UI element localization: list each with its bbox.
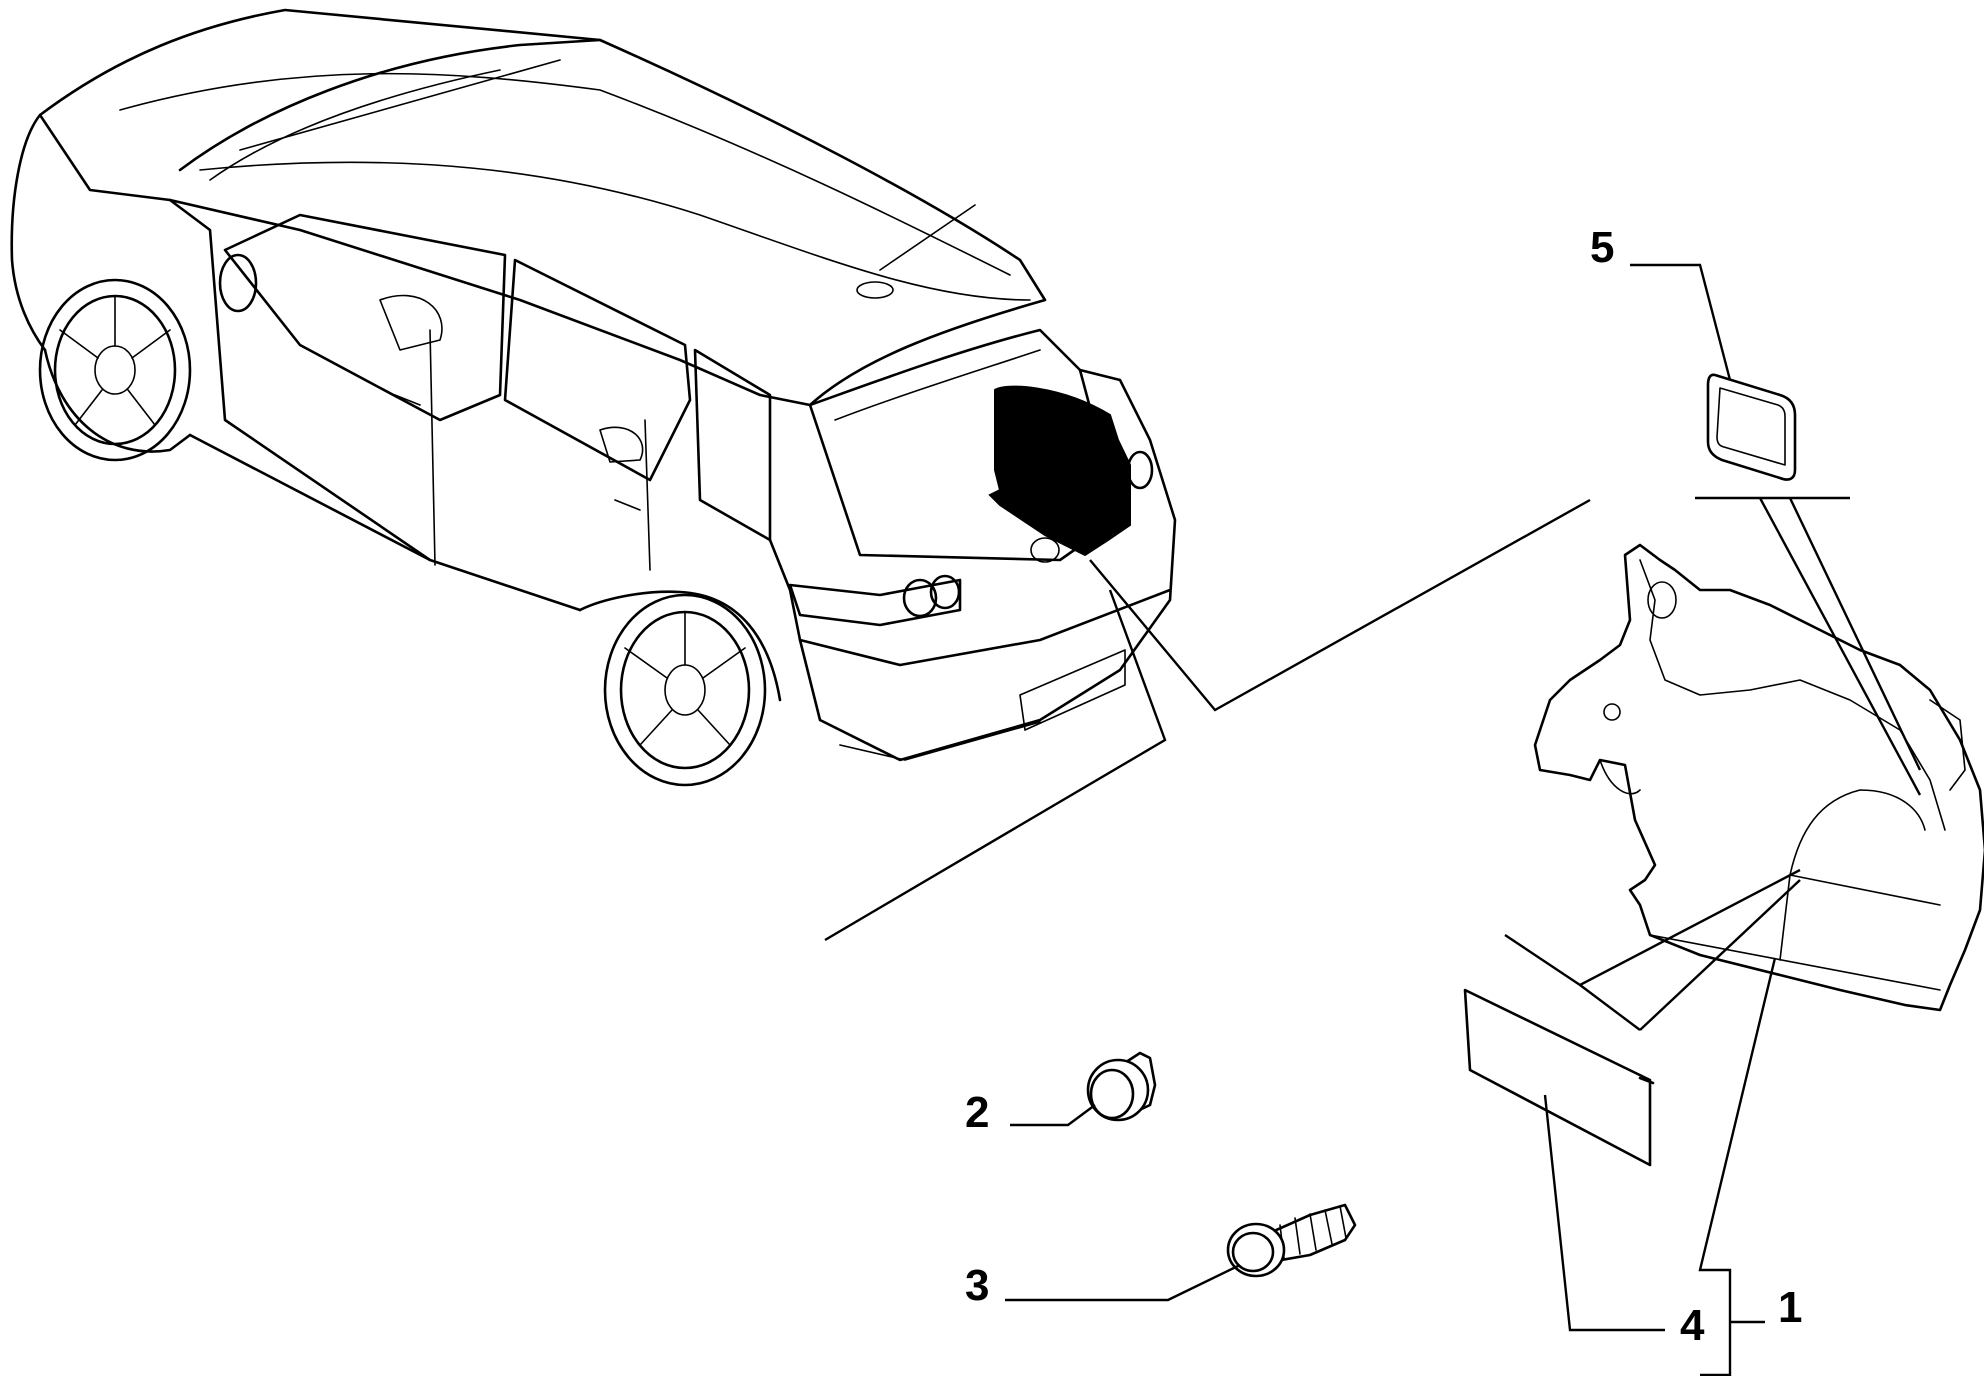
part-4-pad <box>1463 988 1655 1167</box>
car-illustration <box>10 8 1177 787</box>
callout-3: 3 <box>965 1261 989 1310</box>
callout-5: 5 <box>1590 223 1614 272</box>
callout-4: 4 <box>1680 1301 1705 1350</box>
highlighted-trim-panel <box>988 385 1131 557</box>
part-5-cover <box>1706 373 1797 481</box>
part-2-clip <box>1086 1051 1157 1122</box>
zoom-leaders <box>824 498 1591 942</box>
part-3-rivet <box>1226 1203 1357 1278</box>
callout-1: 1 <box>1778 1283 1802 1332</box>
callout-2: 2 <box>965 1088 989 1137</box>
part-1-side-trim <box>1533 543 1984 1012</box>
callout-leaders <box>1005 263 1922 1376</box>
